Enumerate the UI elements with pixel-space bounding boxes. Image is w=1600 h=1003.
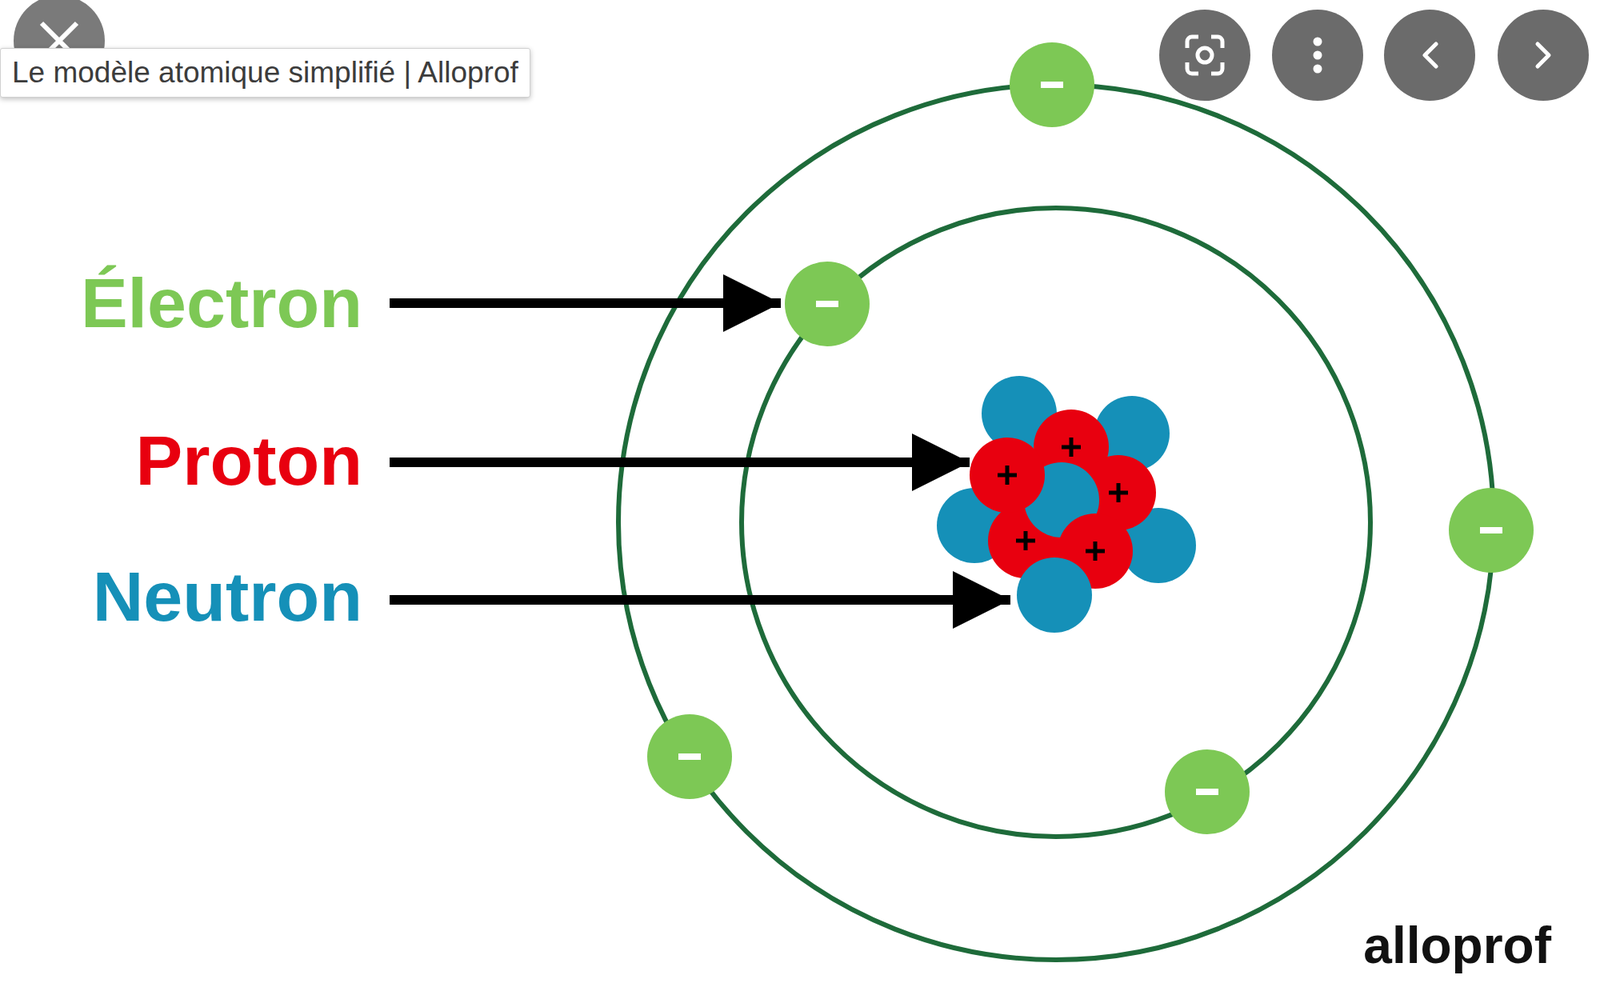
outer-orbit — [618, 84, 1494, 960]
logo-watermark: alloprof — [1363, 920, 1552, 972]
neutron-label: Neutron — [92, 561, 363, 632]
tooltip-box: Le modèle atomique simplifié | Alloprof — [0, 48, 531, 98]
tooltip-text: Le modèle atomique simplifié | Alloprof — [12, 55, 519, 91]
electron-label: Électron — [80, 268, 363, 339]
nucleus — [936, 376, 1196, 633]
next-button — [1497, 9, 1589, 101]
lens-button — [1159, 9, 1251, 101]
leader-arrows — [389, 303, 1011, 600]
inner-orbit — [741, 208, 1371, 837]
proton-label: Proton — [135, 425, 363, 496]
electrons — [647, 42, 1534, 835]
previous-button — [1384, 9, 1476, 101]
menu-button — [1272, 9, 1364, 101]
